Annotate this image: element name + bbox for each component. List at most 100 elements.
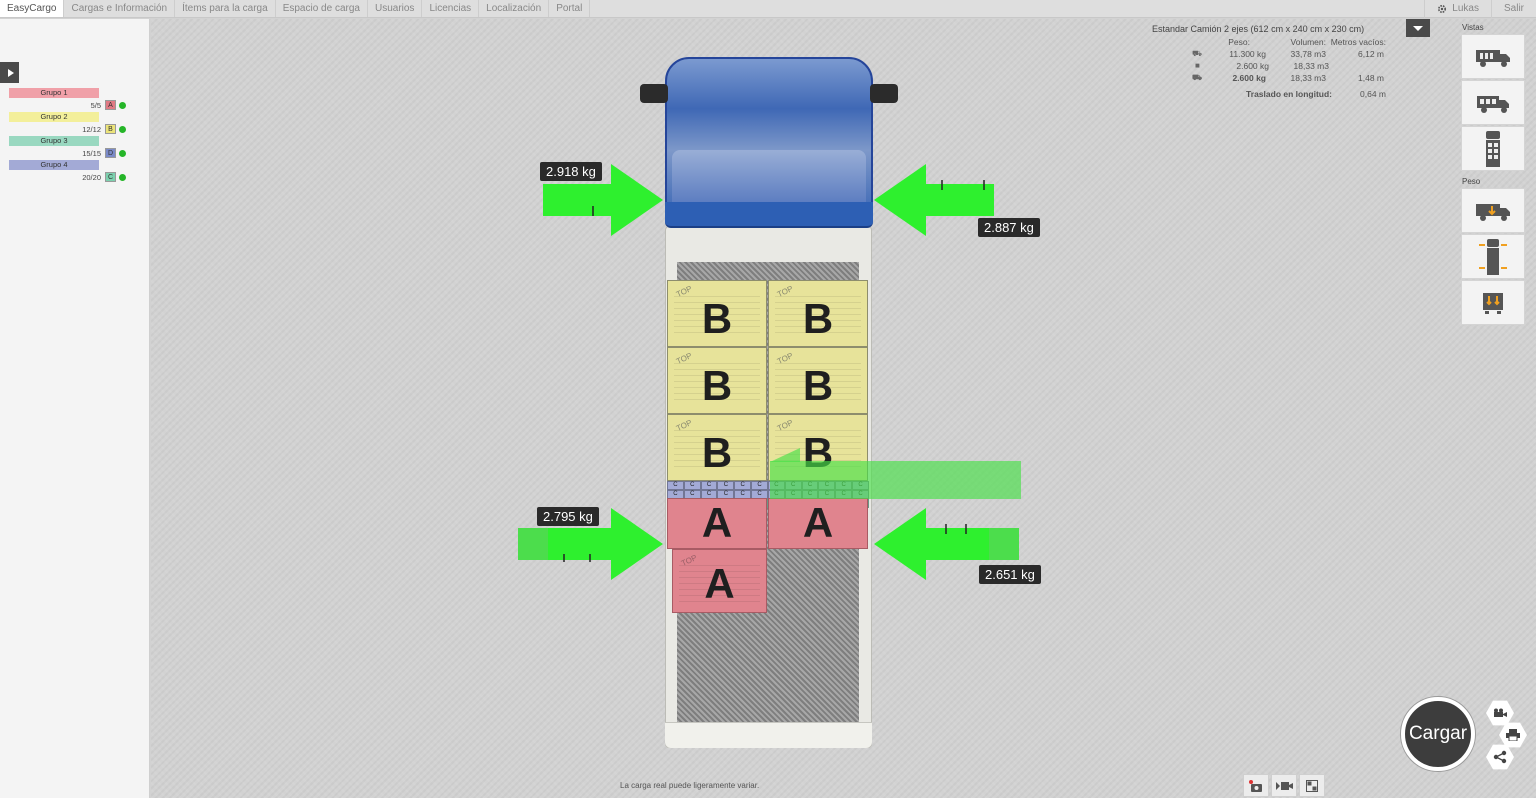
info-row-loaded: ⛟ 2.600 kg 18,33 m3 1,48 m [1152, 73, 1392, 83]
video-camera-icon [1494, 708, 1507, 717]
info-volume: 18,33 m3 [1293, 61, 1329, 71]
weight-label: Peso [1462, 177, 1481, 186]
cargo-box-a[interactable]: A [667, 498, 767, 549]
play-video-icon [1276, 781, 1293, 790]
axle-weight-front-right: 2.887 kg [978, 218, 1040, 237]
load-space-title: Estandar Camión 2 ejes (612 cm x 240 cm … [1152, 24, 1365, 34]
group-item[interactable]: Grupo 4 20/20 C [9, 160, 134, 184]
group-letter: C [105, 172, 116, 182]
view-top-button[interactable] [1461, 126, 1525, 171]
weight-top-button[interactable] [1461, 234, 1525, 279]
info-volume: 18,33 m3 [1290, 73, 1326, 83]
status-ok-icon [119, 126, 126, 133]
axle-weight-rear-left: 2.795 kg [537, 507, 599, 526]
info-volume: 33,78 m3 [1290, 49, 1326, 59]
camera-icon [1249, 779, 1262, 792]
info-empty-meters [1329, 61, 1387, 71]
user-name: Lukas [1452, 3, 1479, 14]
share-icon [1493, 750, 1507, 764]
box-letter: B [701, 429, 733, 476]
grid-icon [1306, 779, 1318, 792]
truck-top-icon [1486, 130, 1500, 167]
group-list: Grupo 1 5/5 A Grupo 2 12/12 B Grupo 3 15… [9, 88, 134, 184]
user-menu[interactable]: Lukas [1424, 0, 1491, 18]
weight-side-button[interactable] [1461, 188, 1525, 233]
tab-items[interactable]: Ítems para la carga [175, 0, 276, 17]
info-row-total: ⛟ 11.300 kg 33,78 m3 6,12 m [1152, 49, 1392, 59]
group-name: Grupo 4 [9, 160, 99, 170]
view-side-button[interactable] [1461, 34, 1525, 79]
group-item[interactable]: Grupo 2 12/12 B [9, 112, 134, 136]
group-item[interactable]: Grupo 1 5/5 A [9, 88, 134, 112]
group-count: 15/15 [82, 149, 101, 158]
truck-mirror-right [870, 84, 898, 103]
truck-rear-bumper [665, 722, 872, 748]
weight-rear-button[interactable] [1461, 280, 1525, 325]
sidebar-toggle-button[interactable] [0, 62, 19, 83]
info-weight: 11.300 kg [1229, 49, 1266, 59]
loaded-truck-icon: ⛟ [1192, 73, 1203, 82]
tab-localizacion[interactable]: Localización [479, 0, 550, 17]
info-dropdown-button[interactable] [1406, 19, 1430, 37]
view-panel: Vistas Peso [1461, 19, 1525, 325]
tab-usuarios[interactable]: Usuarios [368, 0, 423, 17]
cargo-box-a[interactable]: A [768, 498, 868, 549]
truck-hood [665, 202, 873, 228]
truck-weight-rear-icon [1483, 292, 1503, 314]
footnote: La carga real puede ligeramente variar. [620, 781, 760, 790]
header-volume: Volumen: [1290, 37, 1326, 47]
center-of-gravity-indicator [770, 461, 1021, 499]
view-3d-button[interactable] [1461, 80, 1525, 125]
group-name: Grupo 1 [9, 88, 99, 98]
animation-button[interactable] [1271, 774, 1297, 797]
cargar-button[interactable]: Cargar [1401, 697, 1475, 771]
info-empty-meters: 1,48 m [1358, 73, 1384, 83]
tab-cargas[interactable]: Cargas e Información [64, 0, 176, 17]
group-name: Grupo 2 [9, 112, 99, 122]
group-count: 5/5 [90, 101, 101, 110]
box-letter: A [701, 499, 733, 546]
status-ok-icon [119, 102, 126, 109]
strip-cell: C [700, 481, 718, 490]
box-letter: B [701, 362, 733, 409]
truck-windshield [672, 150, 866, 205]
box-icon: ■ [1195, 61, 1200, 70]
axle-weight-rear-right: 2.651 kg [979, 565, 1041, 584]
info-header-row: Peso: Volumen: Metros vacíos: [1152, 37, 1392, 47]
info-weight: 2.600 kg [1232, 73, 1266, 83]
truck-side-icon [1476, 49, 1510, 67]
group-count: 12/12 [82, 125, 101, 134]
truck-icon: ⛟ [1192, 49, 1203, 58]
printer-icon [1506, 729, 1520, 741]
group-letter: A [105, 100, 116, 110]
layout-toggle-button[interactable] [1299, 774, 1325, 797]
tab-easycargo[interactable]: EasyCargo [0, 0, 65, 17]
sidebar: Grupo 1 5/5 A Grupo 2 12/12 B Grupo 3 15… [0, 19, 150, 798]
status-ok-icon [119, 150, 126, 157]
box-letter: B [701, 295, 733, 342]
truck-3d-icon [1477, 95, 1509, 113]
box-letter: A [802, 499, 834, 546]
strip-cell: C [683, 481, 701, 490]
top-navigation: EasyCargo Cargas e Información Ítems par… [0, 0, 1536, 18]
tab-licencias[interactable]: Licencias [422, 0, 480, 17]
box-letter: A [704, 560, 735, 607]
shift-value: 0,64 m [1360, 89, 1386, 99]
truck-mirror-left [640, 84, 668, 103]
logout-button[interactable]: Salir [1490, 0, 1536, 18]
truck-weight-side-icon [1476, 203, 1510, 221]
group-item[interactable]: Grupo 3 15/15 D [9, 136, 134, 160]
center-of-gravity-arrow-tip [770, 448, 800, 462]
screenshot-button[interactable] [1243, 774, 1269, 797]
strip-cell: C [734, 481, 752, 490]
tab-espacio[interactable]: Espacio de carga [276, 0, 368, 17]
tab-portal[interactable]: Portal [549, 0, 591, 17]
shift-label: Traslado en longitud: [1246, 89, 1332, 99]
views-label: Vistas [1462, 23, 1484, 32]
